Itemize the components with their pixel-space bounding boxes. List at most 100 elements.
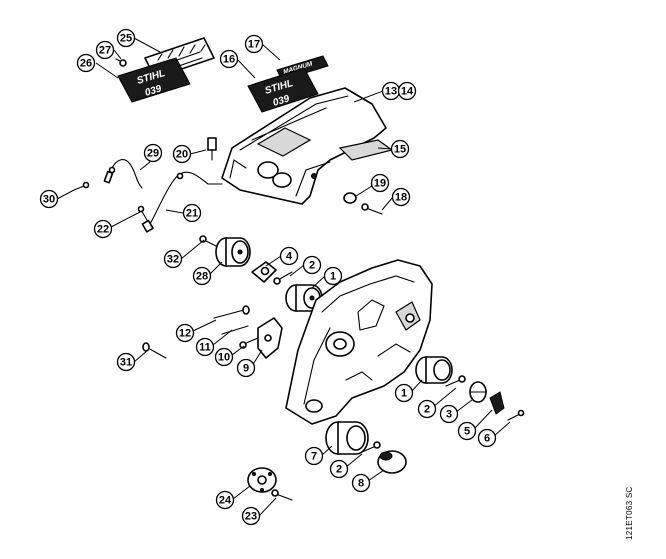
callout-32: 32 xyxy=(163,249,183,269)
callout-label: 16 xyxy=(223,54,235,66)
callout-18: 18 xyxy=(391,187,411,207)
callout-label: 32 xyxy=(167,254,179,266)
callout-17: 17 xyxy=(244,34,264,54)
callout-1: 1 xyxy=(394,383,414,403)
callout-label: 2 xyxy=(309,260,315,272)
callout-circle xyxy=(323,266,343,286)
tank-housing xyxy=(285,259,433,425)
annular-buffer-1-right xyxy=(415,356,453,384)
bolt-11 xyxy=(221,325,249,335)
callout-circle xyxy=(172,144,192,164)
callout-21: 21 xyxy=(182,203,202,223)
callout-circle xyxy=(241,506,261,526)
callout-22: 22 xyxy=(93,219,113,239)
callout-label: 22 xyxy=(97,224,109,236)
screw-23 xyxy=(271,489,293,501)
callout-3: 3 xyxy=(439,404,459,424)
callout-label: 19 xyxy=(374,178,386,190)
spring-clip-22 xyxy=(137,205,148,221)
callout-label: 23 xyxy=(245,511,257,523)
callout-label: 28 xyxy=(196,271,208,283)
callout-circle xyxy=(279,246,299,266)
callout-circle xyxy=(95,40,115,60)
callout-circle xyxy=(219,49,239,69)
decal-screw-small xyxy=(115,58,127,67)
callout-label: 15 xyxy=(394,144,406,156)
callout-label: 21 xyxy=(186,208,198,220)
callout-circle xyxy=(370,173,390,193)
callout-label: 25 xyxy=(120,33,132,45)
callout-circle xyxy=(116,28,136,48)
callout-circle xyxy=(457,421,477,441)
nut-19 xyxy=(343,192,357,204)
callout-13: 13 xyxy=(381,81,401,101)
bolt-12 xyxy=(213,305,250,319)
callout-label: 9 xyxy=(243,363,249,375)
callout-circle xyxy=(394,383,414,403)
callout-circle xyxy=(397,81,417,101)
callout-circle xyxy=(417,399,437,419)
callout-circle xyxy=(244,34,264,54)
callout-20: 20 xyxy=(172,144,192,164)
screw-20 xyxy=(207,137,217,161)
callout-30: 30 xyxy=(39,189,59,209)
callout-label: 3 xyxy=(446,409,452,421)
callout-circle xyxy=(195,337,215,357)
callout-9: 9 xyxy=(236,358,256,378)
callout-label: 14 xyxy=(401,86,414,98)
callout-label: 31 xyxy=(120,357,132,369)
callout-label: 13 xyxy=(385,86,397,98)
callout-label: 26 xyxy=(80,58,92,70)
callout-25: 25 xyxy=(116,28,136,48)
callout-circle xyxy=(93,219,113,239)
callout-label: 29 xyxy=(147,148,159,160)
callout-circle xyxy=(39,189,59,209)
callout-26: 26 xyxy=(76,53,96,73)
callout-28: 28 xyxy=(192,266,212,286)
ignition-lead-long xyxy=(141,171,223,233)
callout-label: 12 xyxy=(179,328,191,340)
screw-2-right xyxy=(445,375,466,387)
callout-label: 20 xyxy=(176,149,188,161)
callout-label: 2 xyxy=(336,464,342,476)
callout-label: 6 xyxy=(484,433,490,445)
callout-circle xyxy=(163,249,183,269)
leader-lines xyxy=(56,37,511,517)
callout-31: 31 xyxy=(116,352,136,372)
decal-model-text: 039 xyxy=(144,83,164,99)
plug-8 xyxy=(377,450,407,474)
callout-circle xyxy=(302,255,322,275)
callout-8: 8 xyxy=(351,473,371,493)
annular-buffer-7 xyxy=(325,421,369,455)
shroud-cover xyxy=(221,87,387,205)
callout-label: 5 xyxy=(464,426,470,438)
callout-circle xyxy=(236,358,256,378)
callout-label: 17 xyxy=(248,39,260,51)
callout-label: 1 xyxy=(330,271,336,283)
ignition-lead-short xyxy=(103,159,143,189)
screw-6 xyxy=(507,409,525,421)
callout-circle xyxy=(175,323,195,343)
callout-circle xyxy=(143,143,163,163)
screw-2-top xyxy=(273,271,293,285)
callout-circle xyxy=(192,266,212,286)
callout-14: 14 xyxy=(397,81,417,101)
callout-circle xyxy=(116,352,136,372)
callout-circle xyxy=(329,459,349,479)
callout-19: 19 xyxy=(370,173,390,193)
callout-circle xyxy=(477,428,497,448)
callout-29: 29 xyxy=(143,143,163,163)
callout-circle xyxy=(304,446,324,466)
callout-label: 27 xyxy=(99,45,111,57)
decal-brand-model-left: STIHL 039 xyxy=(117,57,191,103)
callout-circle xyxy=(215,490,235,510)
callout-label: 8 xyxy=(358,478,364,490)
screw-32 xyxy=(199,235,217,247)
callout-label: 1 xyxy=(401,388,407,400)
screw-30 xyxy=(73,181,90,191)
callout-1: 1 xyxy=(323,266,343,286)
decal-brand-model-right: STIHL 039 xyxy=(247,67,319,113)
screw-31 xyxy=(142,342,167,359)
callout-label: 10 xyxy=(218,352,230,364)
